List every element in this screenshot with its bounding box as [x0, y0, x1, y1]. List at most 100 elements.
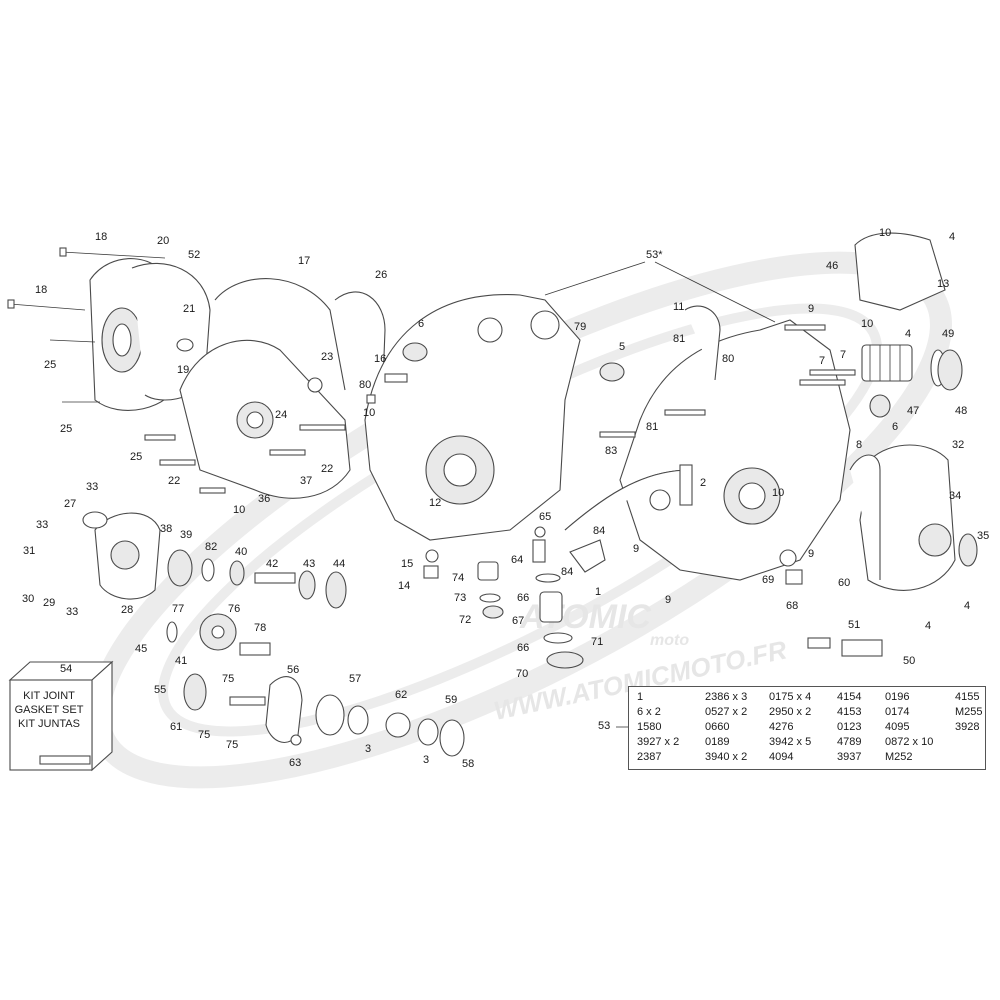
callout-number: 9 [633, 543, 639, 555]
callout-number: 25 [44, 359, 56, 371]
callout-number: 53* [646, 249, 663, 261]
callout-number: 35 [977, 530, 989, 542]
table-cell: 2386 x 3 [705, 691, 748, 703]
callout-number: 2 [700, 477, 706, 489]
table-cell: 0174 [885, 706, 910, 718]
callout-number: 80 [359, 379, 371, 391]
dowel-6-right [869, 394, 891, 418]
callout-number: 48 [955, 405, 967, 417]
table-cell: 3927 x 2 [637, 736, 680, 748]
gear-55 [183, 673, 207, 711]
oil-strainer-group [423, 464, 883, 669]
seal-82 [201, 558, 215, 582]
o-ring-66 [535, 573, 561, 583]
callout-number: 18 [35, 284, 47, 296]
callout-number: 29 [43, 597, 55, 609]
gear-44 [325, 571, 347, 609]
callout-number: 22 [321, 463, 333, 475]
gasket-kit-box: 54 [8, 660, 114, 772]
table-cell: 2950 x 2 [769, 706, 812, 718]
callout-number: 68 [786, 600, 798, 612]
callout-number: 64 [511, 554, 523, 566]
dowel-5 [599, 362, 625, 382]
pickup-23 [307, 377, 323, 393]
callout-number: 50 [903, 655, 915, 667]
gasket-60 [849, 454, 881, 580]
bolt-head [7, 299, 15, 309]
callout-number: 67 [512, 615, 524, 627]
callout-number: 23 [321, 351, 333, 363]
callout-number: 18 [95, 231, 107, 243]
pump-cover-hub [110, 540, 140, 570]
valve-51 [841, 639, 883, 657]
parts-table-ref: 53 [598, 720, 611, 732]
callout-number: 30 [22, 593, 34, 605]
callout-number: 12 [429, 497, 441, 509]
table-cell: 3937 [837, 751, 862, 763]
callout-number: 33 [66, 606, 78, 618]
table-cell: 3942 x 5 [769, 736, 812, 748]
table-cell: 6 x 2 [637, 706, 661, 718]
cylinder-stud-hole [530, 310, 560, 340]
o-ring-71 [543, 632, 573, 644]
callout-number: 17 [298, 255, 310, 267]
callout-number: 43 [303, 558, 315, 570]
callout-number: 41 [175, 655, 187, 667]
callout-number: 9 [665, 594, 671, 606]
clutch-cover-group [7, 247, 211, 411]
callout-number: 3 [365, 743, 371, 755]
kit-box-front [9, 679, 93, 771]
plug-14 [423, 565, 439, 579]
callout-number: 83 [605, 445, 617, 457]
table-cell: 0660 [705, 721, 730, 733]
callout-number: 75 [198, 729, 210, 741]
pump-outlet-27 [82, 511, 108, 529]
callout-number: 66 [517, 592, 529, 604]
callout-number: 47 [907, 405, 919, 417]
stud-16 [384, 373, 408, 383]
gear-43 [298, 570, 316, 600]
pipe-2 [679, 464, 693, 506]
kit-box-number: 54 [60, 663, 72, 675]
lower-gears-group [166, 613, 465, 757]
plug-70 [546, 651, 584, 669]
callout-number: 4 [949, 231, 955, 243]
callout-number: 42 [266, 558, 278, 570]
table-cell: 2387 [637, 751, 662, 763]
clutch-cover-hub-inner [112, 323, 132, 357]
callout-number: 4 [964, 600, 970, 612]
callout-number: 7 [840, 349, 846, 361]
strainer-67 [539, 591, 563, 623]
washer-62 [385, 712, 411, 738]
gasket-17 [214, 278, 346, 391]
callout-number: 21 [183, 303, 195, 315]
table-cell: 4095 [885, 721, 910, 733]
table-cell: 4155 [955, 691, 980, 703]
main-bearing-inner [443, 453, 477, 487]
filter-cap-48 [937, 349, 963, 391]
kit-label-line-3: KIT JUNTAS [18, 718, 80, 730]
callout-number: 24 [275, 409, 287, 421]
bolt-25 [49, 339, 96, 343]
callout-number: 33 [86, 481, 98, 493]
bolt-18-top [61, 251, 166, 259]
bolt-37 [269, 449, 306, 456]
shaft-75 [229, 696, 266, 706]
callout-number: 79 [574, 321, 586, 333]
callout-number: 14 [398, 580, 410, 592]
callout-number: 60 [838, 577, 850, 589]
stud-7b [809, 369, 856, 376]
callout-number: 73 [454, 592, 466, 604]
callout-number: 81 [646, 421, 658, 433]
callout-number: 27 [64, 498, 76, 510]
callout-number: 46 [826, 260, 838, 272]
callout-number: 72 [459, 614, 471, 626]
callout-number: 33 [36, 519, 48, 531]
callout-number: 7 [819, 355, 825, 367]
callout-number: 59 [445, 694, 457, 706]
callout-number: 56 [287, 664, 299, 676]
callout-number: 10 [772, 487, 784, 499]
callout-number: 39 [180, 529, 192, 541]
callout-number: 51 [848, 619, 860, 631]
table-cell: 0527 x 2 [705, 706, 748, 718]
